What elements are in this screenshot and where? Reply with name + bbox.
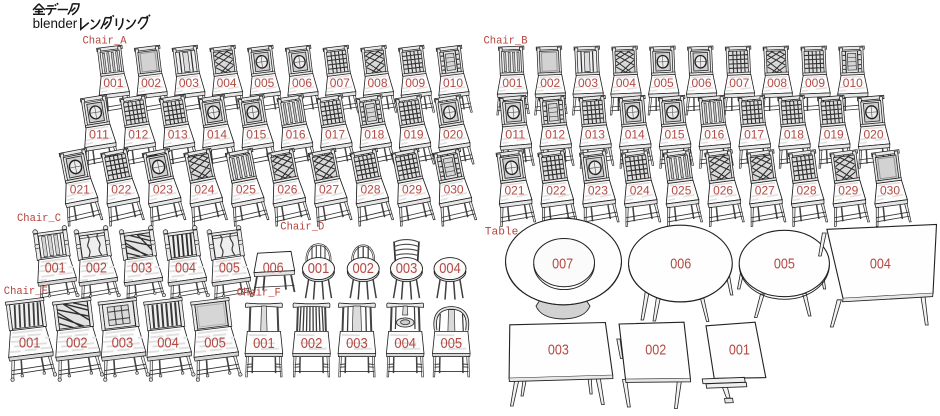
svg-text:005: 005 bbox=[654, 76, 674, 90]
svg-text:006: 006 bbox=[692, 76, 712, 90]
svg-text:002: 002 bbox=[352, 261, 374, 277]
svg-text:001: 001 bbox=[502, 76, 522, 90]
svg-text:023: 023 bbox=[153, 183, 173, 197]
svg-text:006: 006 bbox=[292, 76, 312, 90]
svg-text:004: 004 bbox=[217, 76, 237, 90]
svg-text:024: 024 bbox=[630, 184, 650, 198]
svg-text:028: 028 bbox=[797, 184, 817, 198]
svg-text:010: 010 bbox=[843, 76, 863, 90]
svg-text:001: 001 bbox=[308, 261, 330, 277]
svg-text:008: 008 bbox=[767, 76, 787, 90]
svg-text:006: 006 bbox=[263, 261, 284, 277]
svg-text:002: 002 bbox=[86, 261, 107, 277]
svg-text:007: 007 bbox=[552, 257, 573, 273]
svg-text:004: 004 bbox=[394, 335, 416, 352]
svg-text:029: 029 bbox=[838, 184, 858, 198]
svg-text:015: 015 bbox=[665, 128, 685, 142]
svg-text:005: 005 bbox=[774, 257, 795, 273]
svg-text:005: 005 bbox=[254, 76, 274, 90]
svg-text:020: 020 bbox=[864, 128, 884, 142]
svg-text:007: 007 bbox=[330, 76, 350, 90]
svg-text:005: 005 bbox=[441, 335, 463, 352]
svg-text:020: 020 bbox=[443, 128, 463, 142]
svg-text:026: 026 bbox=[713, 184, 733, 198]
svg-text:003: 003 bbox=[112, 334, 134, 351]
svg-text:004: 004 bbox=[439, 261, 461, 277]
svg-text:003: 003 bbox=[396, 261, 418, 277]
svg-text:011: 011 bbox=[505, 128, 525, 142]
svg-text:002: 002 bbox=[540, 76, 560, 90]
svg-text:011: 011 bbox=[89, 128, 109, 142]
svg-text:012: 012 bbox=[545, 128, 565, 142]
svg-text:018: 018 bbox=[784, 128, 804, 142]
svg-text:022: 022 bbox=[111, 183, 131, 197]
svg-text:030: 030 bbox=[880, 184, 900, 198]
svg-text:002: 002 bbox=[301, 335, 323, 352]
svg-text:012: 012 bbox=[128, 128, 148, 142]
svg-text:004: 004 bbox=[616, 76, 636, 90]
svg-text:003: 003 bbox=[179, 76, 199, 90]
svg-text:021: 021 bbox=[505, 184, 525, 198]
svg-text:007: 007 bbox=[729, 76, 749, 90]
svg-text:019: 019 bbox=[824, 128, 844, 142]
svg-text:025: 025 bbox=[671, 184, 691, 198]
svg-text:003: 003 bbox=[578, 76, 598, 90]
svg-text:028: 028 bbox=[361, 183, 381, 197]
svg-text:024: 024 bbox=[194, 183, 214, 197]
svg-text:004: 004 bbox=[157, 334, 179, 351]
svg-text:Chair_C: Chair_C bbox=[17, 213, 61, 225]
svg-text:005: 005 bbox=[219, 261, 240, 277]
svg-text:006: 006 bbox=[670, 257, 691, 273]
svg-text:Table: Table bbox=[485, 227, 519, 239]
svg-text:030: 030 bbox=[444, 183, 464, 197]
svg-text:002: 002 bbox=[66, 334, 88, 351]
svg-text:014: 014 bbox=[207, 128, 227, 142]
svg-text:025: 025 bbox=[236, 183, 256, 197]
svg-text:021: 021 bbox=[70, 183, 90, 197]
svg-text:Chair_A: Chair_A bbox=[83, 36, 127, 48]
svg-text:014: 014 bbox=[625, 128, 645, 142]
svg-text:001: 001 bbox=[19, 334, 41, 351]
svg-text:002: 002 bbox=[141, 76, 161, 90]
svg-text:004: 004 bbox=[870, 257, 891, 273]
svg-text:001: 001 bbox=[253, 335, 275, 352]
svg-text:010: 010 bbox=[443, 76, 463, 90]
svg-text:023: 023 bbox=[588, 184, 608, 198]
svg-text:013: 013 bbox=[168, 128, 188, 142]
svg-text:Chair_B: Chair_B bbox=[484, 36, 528, 48]
svg-text:001: 001 bbox=[729, 342, 750, 358]
svg-text:005: 005 bbox=[204, 334, 226, 351]
svg-text:015: 015 bbox=[246, 128, 266, 142]
svg-text:Chair_D: Chair_D bbox=[280, 222, 324, 234]
svg-text:004: 004 bbox=[175, 261, 196, 277]
svg-text:018: 018 bbox=[364, 128, 384, 142]
svg-text:Chair_F: Chair_F bbox=[237, 288, 281, 300]
svg-text:016: 016 bbox=[286, 128, 306, 142]
svg-text:022: 022 bbox=[546, 184, 566, 198]
svg-text:009: 009 bbox=[805, 76, 825, 90]
svg-text:027: 027 bbox=[755, 184, 775, 198]
svg-text:009: 009 bbox=[405, 76, 425, 90]
svg-text:002: 002 bbox=[645, 342, 666, 358]
svg-text:013: 013 bbox=[585, 128, 605, 142]
svg-text:008: 008 bbox=[368, 76, 388, 90]
svg-text:001: 001 bbox=[45, 261, 66, 277]
svg-text:026: 026 bbox=[277, 183, 297, 197]
svg-text:001: 001 bbox=[103, 76, 123, 90]
svg-text:029: 029 bbox=[402, 183, 422, 197]
svg-text:016: 016 bbox=[704, 128, 724, 142]
svg-text:003: 003 bbox=[131, 261, 152, 277]
svg-text:017: 017 bbox=[744, 128, 764, 142]
svg-text:017: 017 bbox=[325, 128, 345, 142]
svg-text:003: 003 bbox=[548, 342, 569, 358]
svg-text:019: 019 bbox=[404, 128, 424, 142]
svg-text:003: 003 bbox=[346, 335, 368, 352]
svg-text:027: 027 bbox=[319, 183, 339, 197]
svg-text:blender: blender bbox=[33, 16, 78, 31]
svg-text:Chair_E: Chair_E bbox=[4, 286, 48, 298]
